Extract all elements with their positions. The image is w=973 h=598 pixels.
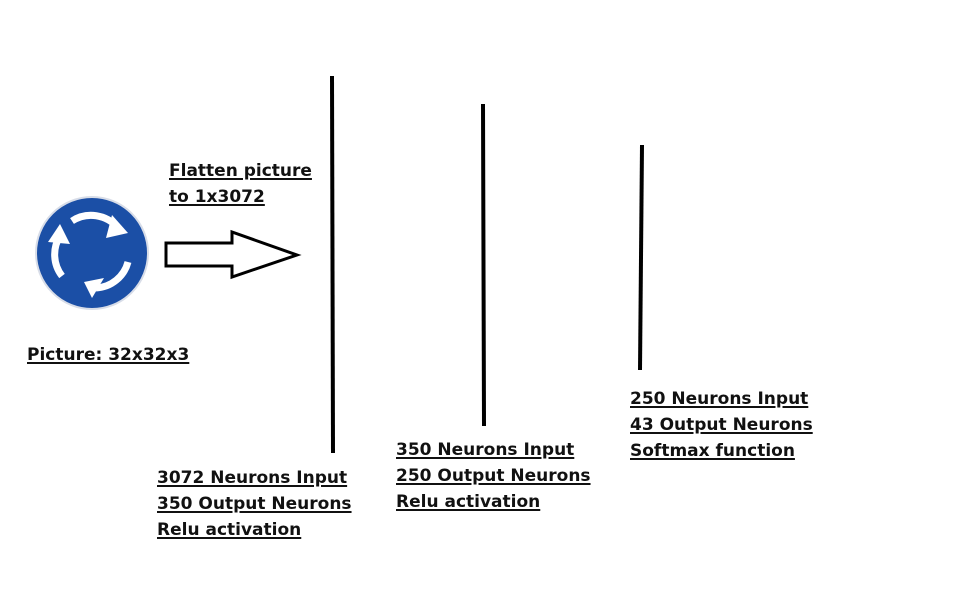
layer-1-line — [330, 75, 335, 454]
layer-2-line — [481, 103, 486, 427]
flatten-line-1: Flatten picture — [169, 161, 312, 181]
layer-1-activation: Relu activation — [157, 520, 302, 540]
layer-2-output: 250 Output Neurons — [396, 466, 591, 486]
layer-1-output: 350 Output Neurons — [157, 494, 352, 514]
layer-1-label: 3072 Neurons Input 350 Output Neurons Re… — [157, 465, 352, 543]
layer-2-activation: Relu activation — [396, 492, 541, 512]
layer-3-output: 43 Output Neurons — [630, 415, 813, 435]
layer-3-input: 250 Neurons Input — [630, 389, 809, 409]
layer-3-label: 250 Neurons Input 43 Output Neurons Soft… — [630, 386, 813, 464]
layer-3-activation: Softmax function — [630, 441, 795, 461]
layer-3-line — [638, 144, 644, 371]
flatten-label: Flatten picture to 1x3072 — [169, 158, 312, 210]
picture-caption-text: Picture: 32x32x3 — [27, 345, 190, 365]
roundabout-sign-icon — [35, 196, 149, 310]
layer-2-input: 350 Neurons Input — [396, 440, 575, 460]
flatten-line-2: to 1x3072 — [169, 187, 265, 207]
picture-caption: Picture: 32x32x3 — [27, 342, 189, 368]
layer-2-label: 350 Neurons Input 250 Output Neurons Rel… — [396, 437, 591, 515]
layer-1-input: 3072 Neurons Input — [157, 468, 348, 488]
right-arrow-icon — [164, 229, 302, 280]
